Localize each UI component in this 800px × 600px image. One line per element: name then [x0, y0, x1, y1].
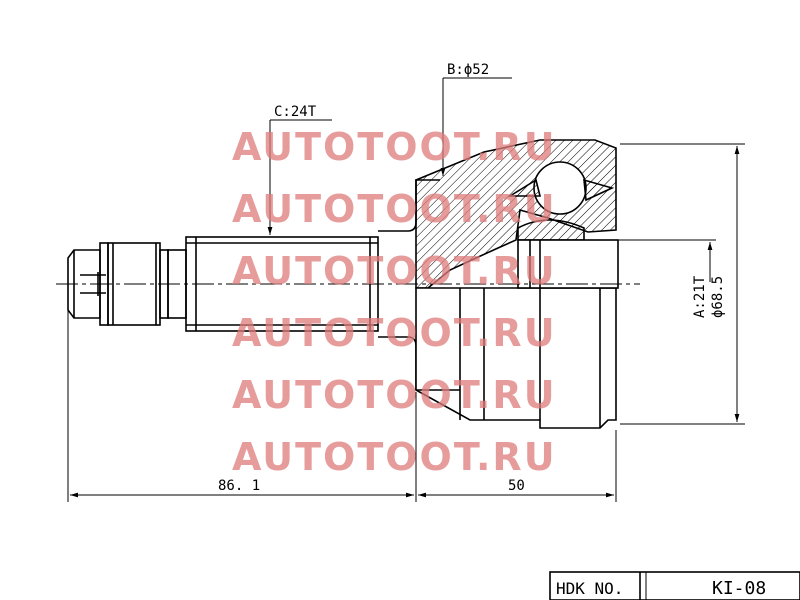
outer-race-body	[415, 139, 619, 429]
part-number: KI-08	[712, 578, 766, 599]
watermark-text: AUTOTOOT.RU	[232, 187, 557, 231]
title-block: HDK NO. KI-08	[549, 571, 800, 600]
outer-diameter-label: ϕ68.5	[710, 276, 726, 318]
spline-a-label: A:21T	[692, 275, 708, 318]
watermark-text: AUTOTOOT.RU	[232, 435, 557, 479]
title-block-key: HDK NO.	[556, 579, 623, 598]
watermark-text: AUTOTOOT.RU	[232, 249, 557, 293]
diameter-b-label: B:ϕ52	[447, 62, 489, 78]
length-shaft-label: 86. 1	[218, 478, 260, 494]
watermark-text: AUTOTOOT.RU	[232, 125, 557, 169]
spline-c-label: C:24T	[274, 104, 317, 120]
length-body-label: 50	[508, 478, 525, 494]
watermark-text: AUTOTOOT.RU	[232, 311, 557, 355]
watermark: AUTOTOOT.RU AUTOTOOT.RU AUTOTOOT.RU AUTO…	[232, 125, 557, 479]
dimension-lines	[67, 77, 745, 502]
watermark-text: AUTOTOOT.RU	[232, 373, 557, 417]
